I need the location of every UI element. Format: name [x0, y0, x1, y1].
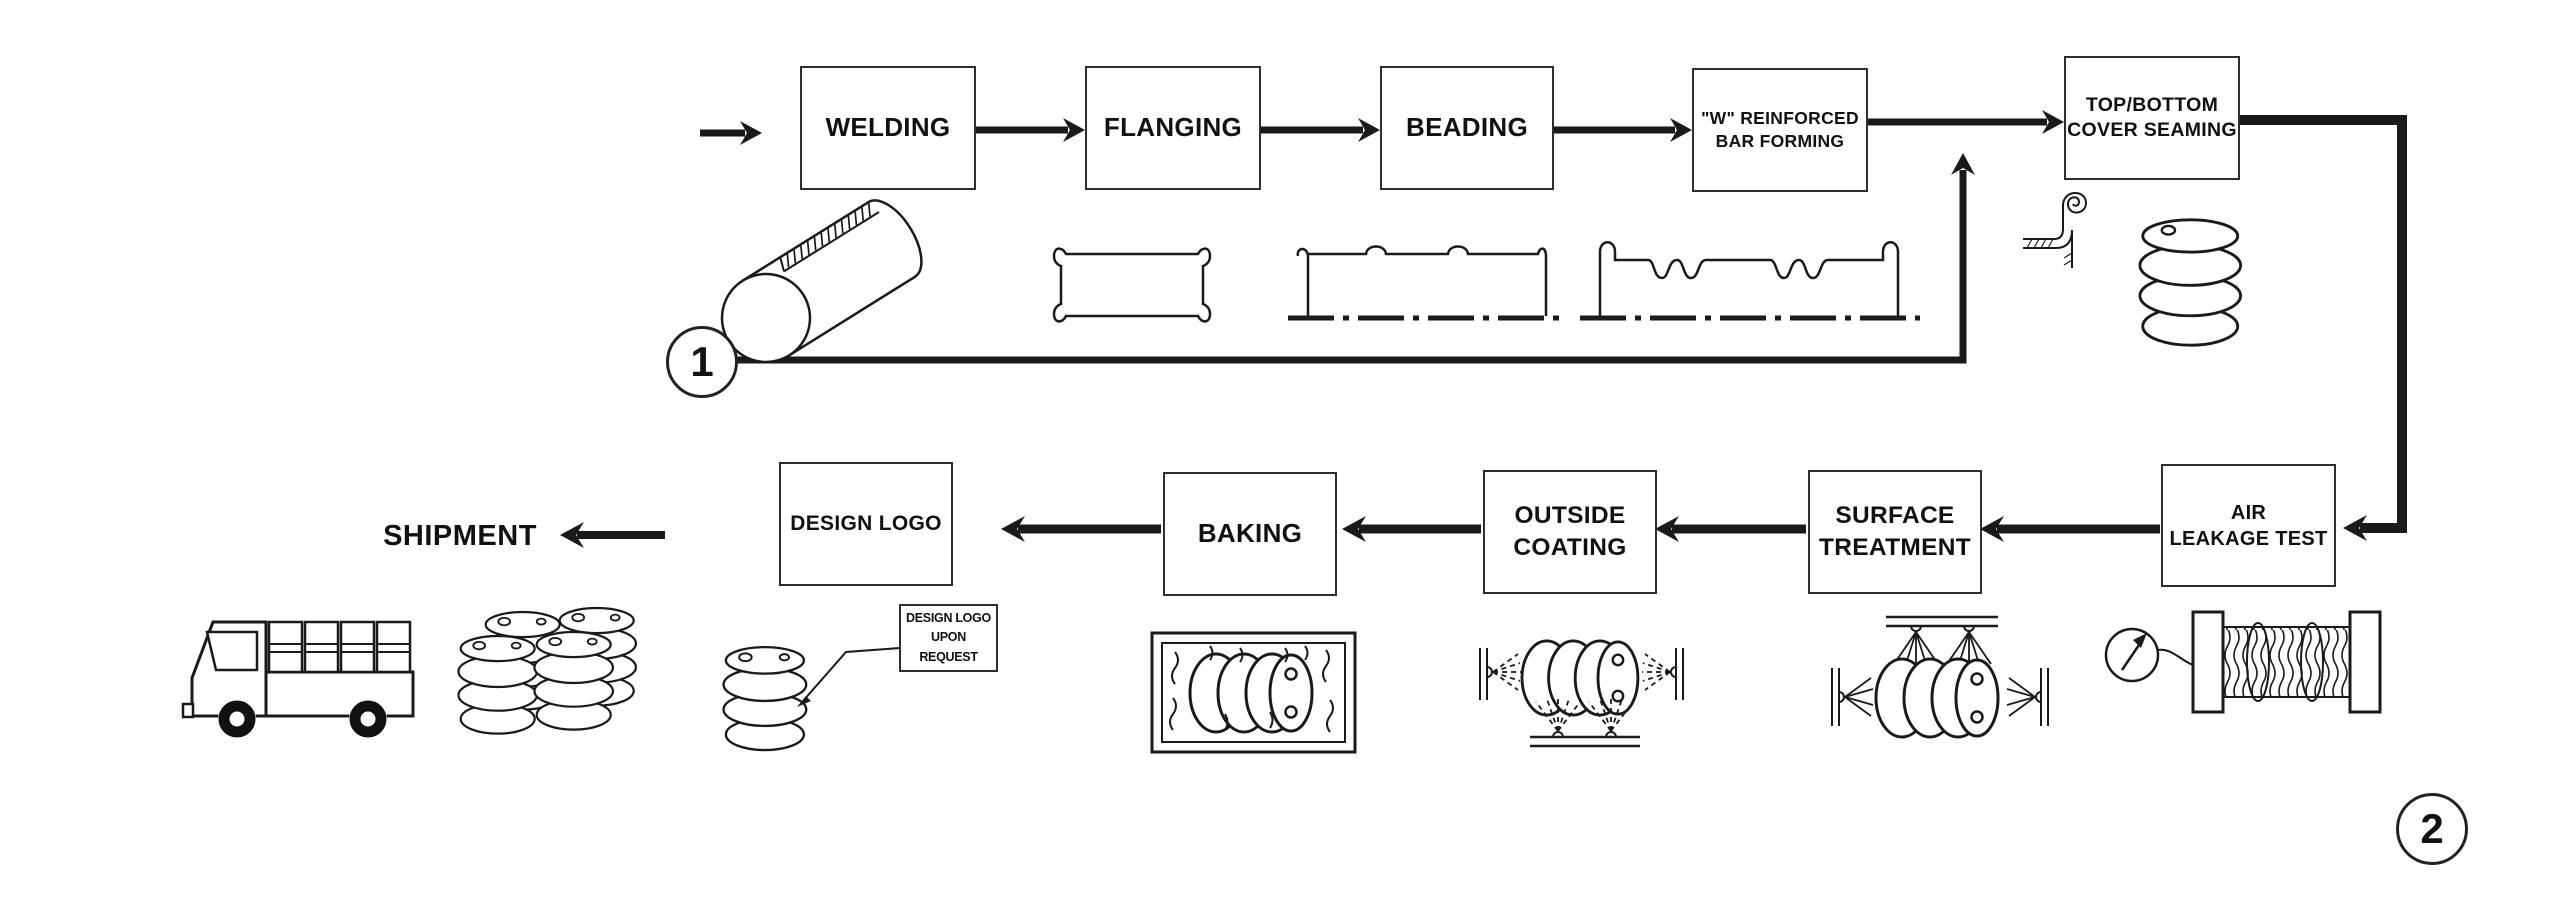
beaded-shell-illustration	[1288, 245, 1560, 321]
seam-cross-section-icon	[2023, 192, 2088, 268]
shipment-label: SHIPMENT	[383, 519, 537, 552]
step-label-line1: "W" REINFORCED	[1701, 108, 1859, 129]
step-label: BAKING	[1197, 518, 1303, 549]
note-line2: UPON REQUEST	[919, 630, 978, 664]
step-label-line1: OUTSIDE	[1514, 502, 1626, 530]
step-label: DESIGN LOGO	[790, 512, 942, 536]
step-label-line2: LEAKAGE TEST	[2169, 527, 2328, 550]
shipment-truck-illustration	[181, 620, 415, 738]
step-beading: BEADING	[1380, 66, 1554, 190]
step-label: BEADING	[1406, 112, 1528, 143]
sealed-drum-illustration	[2138, 218, 2243, 347]
step-label: WELDING	[825, 112, 951, 143]
w-bar-shell-illustration	[1580, 241, 1920, 321]
welded-shell-illustration	[720, 199, 923, 364]
flanged-shell-illustration	[1052, 247, 1212, 323]
step-air-leakage-test: AIR LEAKAGE TEST	[2161, 464, 2336, 587]
baking-oven-illustration	[1150, 631, 1357, 754]
step-label-line2: COVER SEAMING	[2067, 119, 2237, 141]
step-outside-coating: OUTSIDE COATING	[1483, 470, 1657, 594]
step-label-line1: SURFACE	[1835, 502, 1955, 530]
step-label: FLANGING	[1103, 112, 1243, 143]
step-label-line1: TOP/BOTTOM	[2085, 93, 2219, 116]
marker-circle-1: 1	[666, 326, 738, 398]
step-baking: BAKING	[1163, 472, 1337, 596]
surface-treatment-spray-illustration	[1831, 615, 2049, 739]
logo-drum-illustration	[722, 645, 901, 752]
note-line1: DESIGN LOGO	[906, 610, 991, 625]
step-top-bottom-cover-seaming: TOP/BOTTOM COVER SEAMING	[2064, 56, 2240, 180]
step-welding: WELDING	[800, 66, 976, 190]
marker-number: 2	[2420, 805, 2444, 852]
air-leakage-tester-illustration	[2104, 610, 2382, 714]
flow-arrows	[560, 110, 2407, 548]
step-flanging: FLANGING	[1085, 66, 1261, 190]
step-surface-treatment: SURFACE TREATMENT	[1808, 470, 1982, 594]
step-label-line2: TREATMENT	[1819, 534, 1971, 561]
step-label-line2: COATING	[1513, 534, 1627, 561]
outside-coating-spray-illustration	[1479, 639, 1684, 748]
design-logo-note: DESIGN LOGO UPON REQUEST	[899, 604, 998, 672]
step-label-line2: BAR FORMING	[1715, 131, 1845, 151]
drum-stack-illustration	[457, 606, 638, 735]
step-w-reinforced-bar-forming: "W" REINFORCED BAR FORMING	[1692, 68, 1868, 192]
step-design-logo: DESIGN LOGO	[779, 462, 953, 586]
marker-circle-2: 2	[2396, 793, 2468, 865]
marker-number: 1	[690, 338, 714, 385]
step-label-line1: AIR	[2230, 501, 2267, 524]
